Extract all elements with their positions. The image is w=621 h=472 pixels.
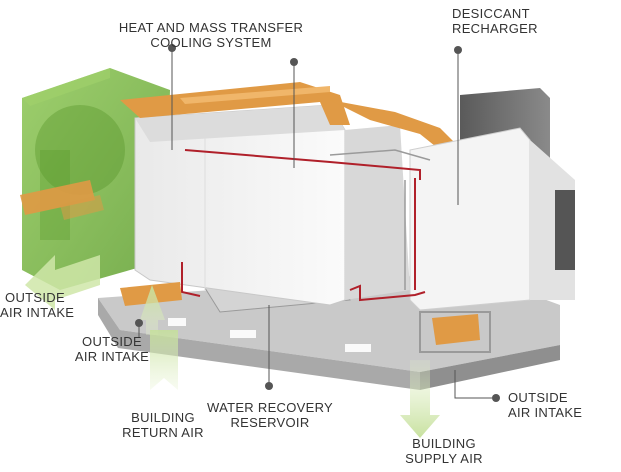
label-outside-air-intake-right: OUTSIDE AIR INTAKE bbox=[508, 390, 583, 420]
label-building-return-air: BUILDING RETURN AIR bbox=[122, 410, 204, 440]
orange-duct-left bbox=[20, 180, 104, 220]
desiccant-recharger-unit bbox=[409, 88, 575, 311]
cooling-housing bbox=[134, 104, 410, 306]
leader-lines bbox=[138, 48, 492, 399]
supply-duct-opening bbox=[419, 311, 491, 353]
label-desiccant-recharger: DESICCANT RECHARGER bbox=[452, 6, 538, 36]
label-building-supply-air: BUILDING SUPPLY AIR bbox=[405, 436, 483, 466]
gray-piping bbox=[329, 149, 431, 290]
air-flow-arrows bbox=[25, 255, 440, 438]
label-outside-air-intake-left: OUTSIDE AIR INTAKE bbox=[0, 290, 75, 320]
label-water-recovery-reservoir: WATER RECOVERY RESERVOIR bbox=[206, 400, 334, 430]
leader-dots bbox=[135, 44, 500, 402]
red-piping bbox=[181, 149, 426, 302]
label-outside-air-intake-mid: OUTSIDE AIR INTAKE bbox=[74, 334, 150, 364]
label-heat-mass-transfer-cooling-system: HEAT AND MASS TRANSFER COOLING SYSTEM bbox=[118, 20, 304, 50]
orange-duct-top bbox=[120, 82, 460, 150]
